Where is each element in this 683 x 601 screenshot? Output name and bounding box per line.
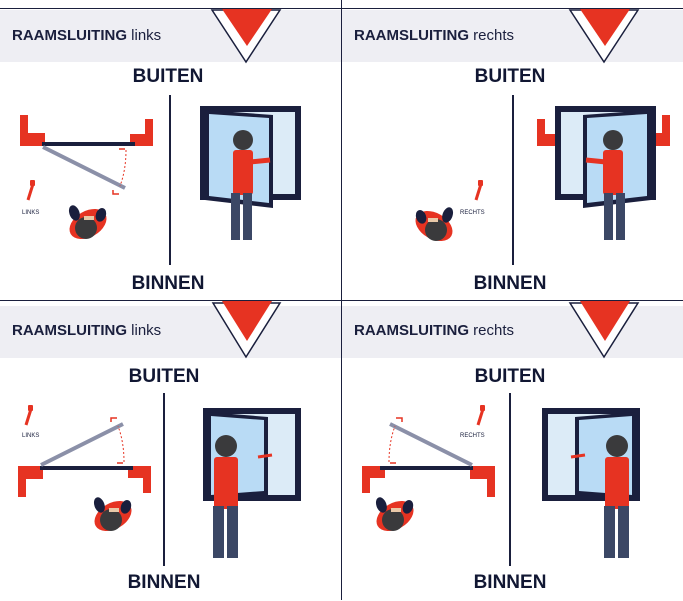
diagram-illustration bbox=[18, 9, 301, 265]
inside-label: BINNEN bbox=[473, 273, 547, 294]
panel-header bbox=[0, 10, 341, 62]
panel-title: RAAMSLUITING links bbox=[12, 322, 162, 339]
window-elevation bbox=[200, 106, 301, 240]
window-elevation bbox=[542, 408, 640, 558]
handle-label: RECHTS bbox=[460, 433, 485, 439]
window-plan-view bbox=[16, 416, 153, 499]
inside-label: BINNEN bbox=[131, 273, 205, 294]
outside-label: BUITEN bbox=[132, 66, 204, 87]
window-plan-view bbox=[360, 416, 497, 499]
panel-bottom-right: RAAMSLUITING rechts BUITEN BINNEN RECHTS bbox=[342, 301, 683, 601]
panel-title: RAAMSLUITING links bbox=[12, 27, 162, 44]
window-elevation bbox=[555, 106, 656, 240]
window-handle-icon bbox=[26, 178, 37, 202]
person-top-view-icon bbox=[89, 494, 137, 538]
diagram-illustration bbox=[410, 9, 672, 265]
panel-title: RAAMSLUITING rechts bbox=[354, 27, 515, 44]
handle-label: LINKS bbox=[22, 210, 40, 216]
handle-label: RECHTS bbox=[460, 210, 485, 216]
panel-header bbox=[0, 306, 341, 358]
window-handle-icon bbox=[24, 403, 35, 427]
outside-label: BUITEN bbox=[128, 366, 200, 387]
inside-label: BINNEN bbox=[127, 572, 201, 593]
inside-label: BINNEN bbox=[473, 572, 547, 593]
panel-top-right: RAAMSLUITING rechts BUITEN BINNEN RECHTS bbox=[342, 0, 683, 300]
panel-title: RAAMSLUITING rechts bbox=[354, 322, 515, 339]
panel-top-left: RAAMSLUITING links BUITEN BINNEN LINKS bbox=[0, 0, 341, 300]
person-top-view-icon bbox=[371, 494, 419, 538]
diagram-illustration bbox=[360, 301, 640, 566]
outside-label: BUITEN bbox=[474, 366, 546, 387]
window-handle-icon bbox=[476, 403, 487, 427]
handle-label: LINKS bbox=[22, 433, 40, 439]
diagram-illustration bbox=[16, 301, 301, 566]
person-top-view-icon bbox=[64, 202, 112, 246]
window-plan-view bbox=[18, 113, 155, 196]
person-top-view-icon bbox=[410, 204, 458, 248]
panel-bottom-left: RAAMSLUITING links BUITEN BINNEN LINKS bbox=[0, 301, 341, 601]
window-handle-icon bbox=[474, 178, 485, 202]
horizontal-divider bbox=[0, 300, 683, 301]
window-elevation bbox=[203, 408, 301, 558]
outside-label: BUITEN bbox=[474, 66, 546, 87]
